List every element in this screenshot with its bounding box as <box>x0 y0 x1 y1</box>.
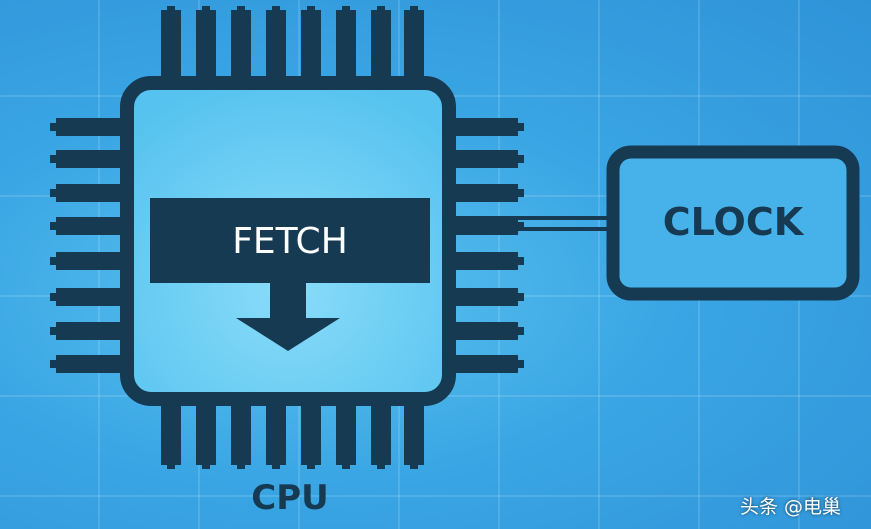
cpu-pin-left <box>56 184 120 202</box>
cpu-pin-bottom <box>196 405 216 465</box>
cpu-pin-top <box>231 10 251 76</box>
cpu-pin-top-tip <box>272 6 280 14</box>
cpu-pin-top-tip <box>167 6 175 14</box>
cpu-pin-right <box>456 355 518 373</box>
cpu-pin-bottom-tip <box>342 460 350 469</box>
cpu-pin-bottom <box>404 405 424 465</box>
cpu-pin-top-tip <box>410 6 418 14</box>
cpu-pin-left <box>56 150 120 168</box>
cpu-pin-right <box>456 150 518 168</box>
cpu-pin-bottom-tip <box>410 460 418 469</box>
cpu-pin-right-tip <box>516 293 524 301</box>
cpu-pin-bottom-tip <box>272 460 280 469</box>
cpu-pin-bottom <box>371 405 391 465</box>
cpu-pin-bottom-tip <box>377 460 385 469</box>
cpu-pin-bottom-tip <box>167 460 175 469</box>
cpu-pin-left <box>56 355 120 373</box>
cpu-pin-bottom-tip <box>307 460 315 469</box>
fetch-label: FETCH <box>232 221 348 262</box>
watermark: 头条 @电巢 <box>740 496 842 518</box>
cpu-pin-right-tip <box>516 123 524 131</box>
cpu-pin-right-tip <box>516 155 524 163</box>
cpu-pin-top <box>196 10 216 76</box>
cpu-pin-top-tip <box>202 6 210 14</box>
cpu-pin-right <box>456 252 518 270</box>
cpu-pin-top <box>404 10 424 76</box>
cpu-pin-top-tip <box>307 6 315 14</box>
cpu-pin-left <box>56 217 120 235</box>
cpu-pin-right-tip <box>516 327 524 335</box>
clock-label: CLOCK <box>662 200 804 244</box>
cpu-pin-left-tip <box>50 257 58 265</box>
cpu-pin-left <box>56 322 120 340</box>
cpu-pin-right <box>456 322 518 340</box>
cpu-pin-top <box>301 10 321 76</box>
clock-box <box>606 145 860 301</box>
cpu-pin-bottom <box>301 405 321 465</box>
cpu-pin-top <box>266 10 286 76</box>
cpu-pin-left <box>56 288 120 306</box>
cpu-label: CPU <box>251 478 329 518</box>
cpu-pin-right-tip <box>516 189 524 197</box>
cpu-pin-bottom-tip <box>237 460 245 469</box>
cpu-pin-top <box>371 10 391 76</box>
cpu-pin-left <box>56 118 120 136</box>
cpu-pin-left <box>56 252 120 270</box>
cpu-pin-left-tip <box>50 222 58 230</box>
cpu-pin-bottom <box>161 405 181 465</box>
cpu-pin-top-tip <box>377 6 385 14</box>
fetch-arrow <box>236 283 340 351</box>
cpu-pin-right-tip <box>516 257 524 265</box>
fetch-bar <box>150 198 430 283</box>
cpu-pin-top-tip <box>237 6 245 14</box>
cpu-pin-right <box>456 118 518 136</box>
cpu-pin-left-tip <box>50 189 58 197</box>
cpu-pin-bottom <box>266 405 286 465</box>
cpu-pin-left-tip <box>50 293 58 301</box>
cpu-pin-left-tip <box>50 360 58 368</box>
cpu-pin-bottom <box>231 405 251 465</box>
cpu-pin-right-tip <box>516 222 524 230</box>
cpu-pin-left-tip <box>50 155 58 163</box>
cpu-pin-right-tip <box>516 360 524 368</box>
cpu-pin-bottom <box>336 405 356 465</box>
cpu-pins <box>50 6 524 469</box>
cpu-pin-top <box>161 10 181 76</box>
cpu-pin-left-tip <box>50 327 58 335</box>
cpu-pin-right <box>456 184 518 202</box>
cpu-pin-left-tip <box>50 123 58 131</box>
cpu-pin-right <box>456 288 518 306</box>
cpu-pin-top-tip <box>342 6 350 14</box>
cpu-pin-top <box>336 10 356 76</box>
cpu-pin-bottom-tip <box>202 460 210 469</box>
